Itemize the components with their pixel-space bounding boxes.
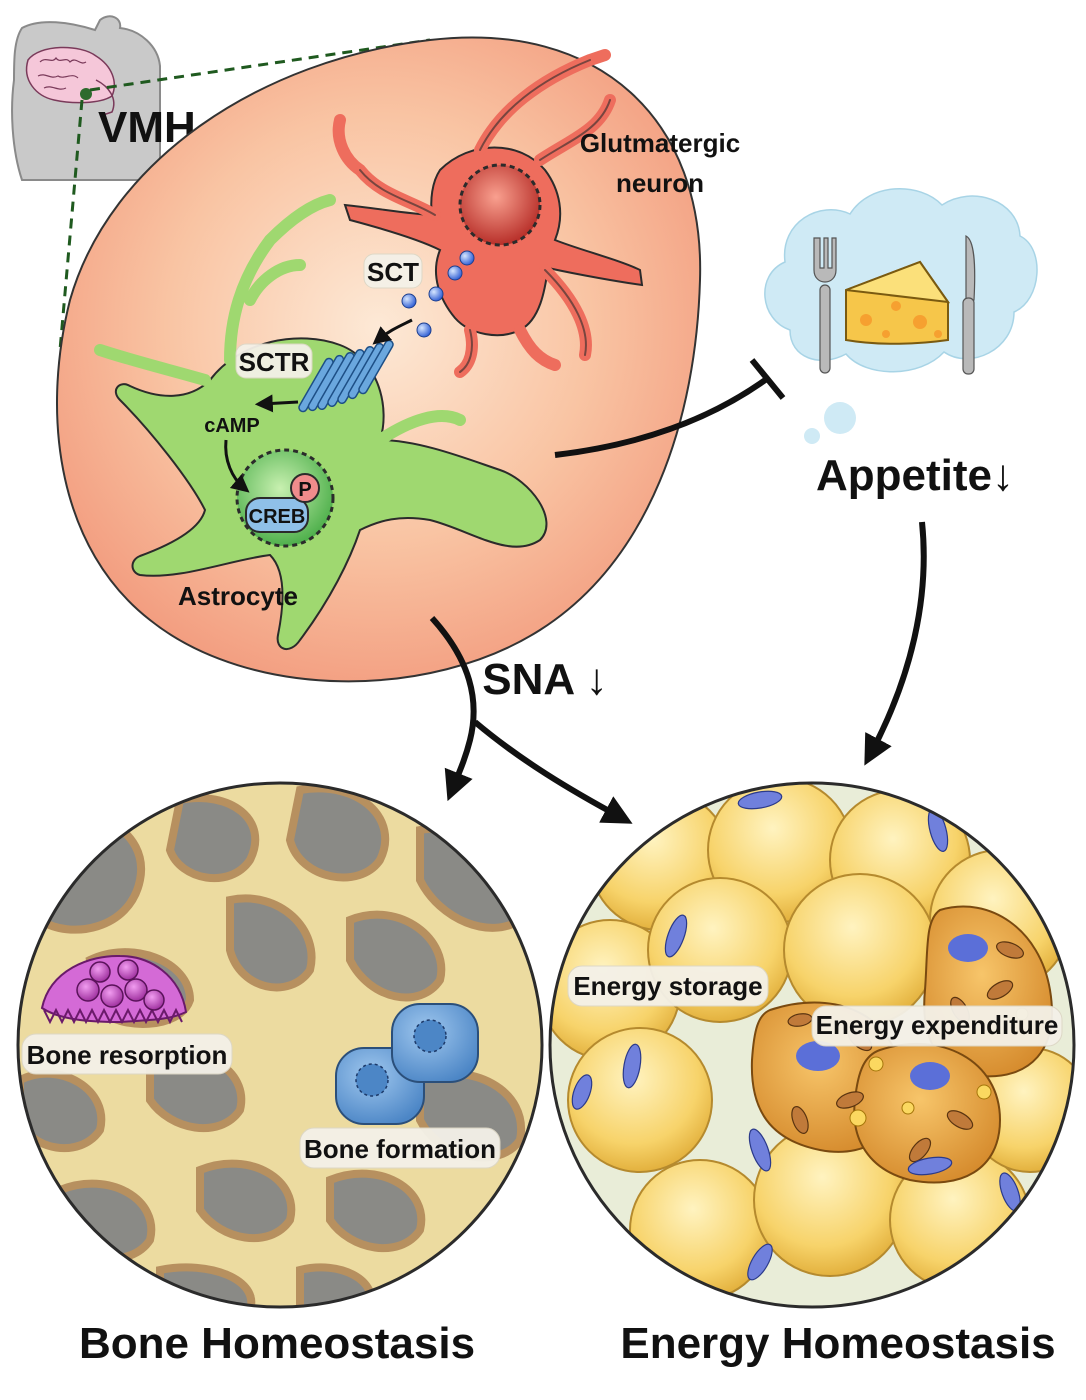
neuron-label-line2: neuron	[616, 168, 704, 198]
bone-formation-label: Bone formation	[304, 1134, 496, 1164]
sctr-receptor	[298, 339, 394, 413]
appetite-to-energy-arrow	[864, 521, 927, 766]
sna-label: SNA ↓	[482, 655, 608, 704]
appetite-inhibition-line	[554, 375, 770, 458]
knife-icon	[962, 235, 976, 375]
neuron-label-line1: Glutmatergic	[580, 128, 740, 158]
sct-molecules	[401, 250, 475, 338]
vmh-marker	[80, 88, 92, 100]
camp-label: cAMP	[204, 415, 260, 437]
bone-resorption-label: Bone resorption	[27, 1040, 228, 1070]
bone-circle: Bone resorption Bone formation	[16, 781, 544, 1309]
sctr-label: SCTR	[239, 347, 310, 377]
phospho-label: P	[298, 479, 311, 501]
appetite-cloud	[764, 187, 1038, 444]
inhibition-bar	[749, 358, 786, 400]
glutamatergic-neuron: Glutmatergic neuron	[332, 49, 740, 378]
creb-protein	[245, 497, 309, 533]
signal-arrows	[224, 318, 413, 493]
molecule-labels: SCT SCTR cAMP	[204, 253, 423, 437]
energy-storage-label: Energy storage	[573, 971, 762, 1001]
fork-icon	[813, 237, 837, 374]
astrocyte-label: Astrocyte	[178, 581, 298, 611]
phospho-marker	[290, 473, 320, 503]
zoom-lines	[58, 38, 431, 351]
creb-label: CREB	[249, 506, 306, 528]
sct-label: SCT	[367, 257, 419, 287]
bone-homeostasis-title: Bone Homeostasis	[79, 1319, 475, 1368]
energy-circle: Energy storage Energy expenditure	[548, 781, 1076, 1309]
astrocyte: CREB P Astrocyte	[94, 194, 548, 650]
appetite-label: Appetite↓	[816, 451, 1014, 500]
neuron-nucleus	[458, 163, 542, 247]
osteoclast-cell	[40, 954, 188, 1025]
sna-arrow-to-energy	[473, 719, 633, 824]
fat-nuclei	[571, 790, 1021, 1281]
energy-expenditure-label: Energy expenditure	[816, 1010, 1059, 1040]
energy-homeostasis-title: Energy Homeostasis	[620, 1319, 1055, 1368]
sna-arrow-to-bone	[429, 615, 477, 802]
cheese-icon	[845, 260, 951, 345]
osteoblast-cells	[335, 1003, 479, 1125]
